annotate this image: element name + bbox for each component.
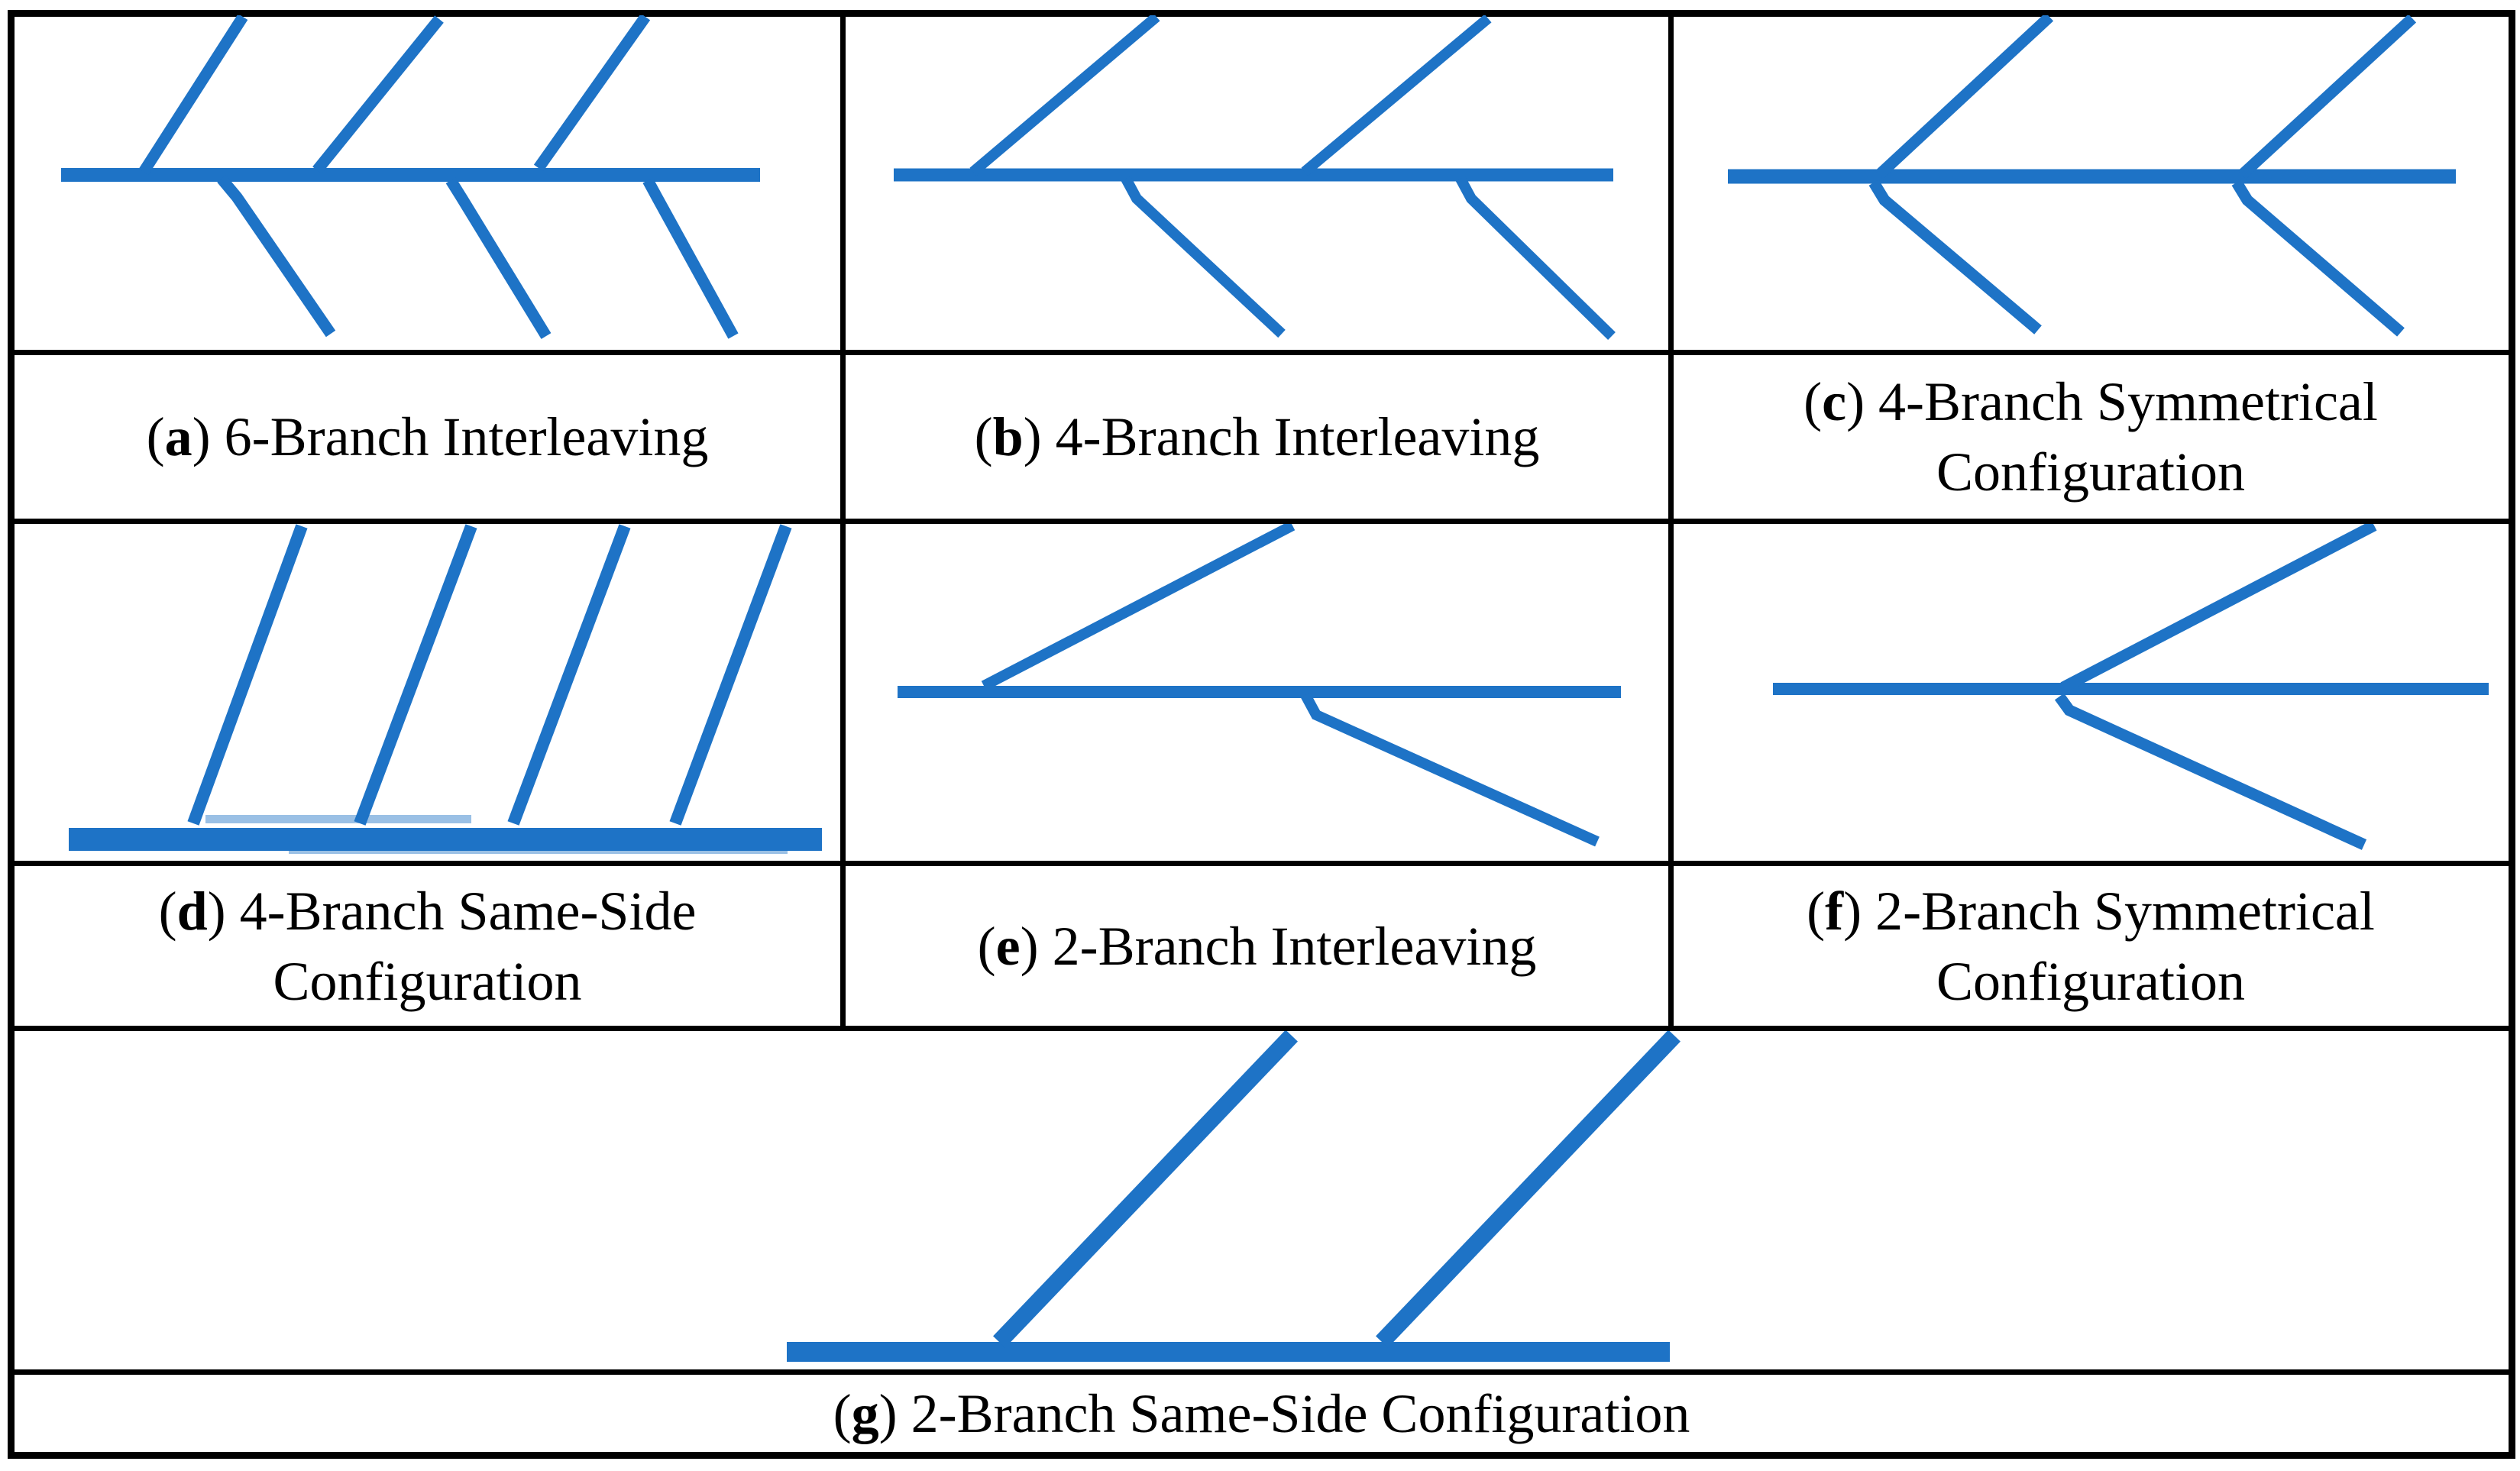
panel-b-diagram: [846, 15, 1668, 350]
table-column-divider-1: [840, 10, 846, 1031]
fishbone-4-branch-interleaving-drawing: [894, 15, 1616, 341]
table-row-divider-5: [8, 1369, 2515, 1375]
caption-text: (a) 6-Branch Interleaving: [146, 406, 709, 467]
fishbone-2-branch-interleaving-drawing: [898, 524, 1621, 847]
table-row-divider-4: [8, 1026, 2515, 1031]
panel-g-diagram: [15, 1031, 2509, 1369]
table-row-divider-1: [8, 350, 2515, 355]
fishbone-6-branch-interleaving-drawing: [61, 15, 760, 339]
panel-c-caption: (c) 4-Branch Symmetrical Configuration: [1673, 355, 2509, 519]
fishbone-2-branch-symmetrical-drawing: [1773, 524, 2489, 850]
panel-b-caption: (b) 4-Branch Interleaving: [846, 355, 1668, 519]
table-column-divider-2: [1668, 10, 1674, 1031]
panel-a-caption: (a) 6-Branch Interleaving: [15, 355, 840, 519]
caption-text-line2: Configuration: [1936, 441, 2245, 503]
panel-d-caption: (d) 4-Branch Same-Side Configuration: [15, 866, 840, 1026]
caption-text: (f) 2-Branch Symmetrical: [1807, 880, 2375, 942]
panel-f-diagram: [1673, 524, 2509, 861]
fishbone-2-branch-same-side-drawing: [787, 1031, 1681, 1362]
panel-a-diagram: [15, 15, 840, 350]
caption-text: (e) 2-Branch Interleaving: [977, 915, 1537, 977]
fishbone-4-branch-symmetrical-drawing: [1728, 15, 2456, 337]
panel-f-caption: (f) 2-Branch Symmetrical Configuration: [1673, 866, 2509, 1026]
table-row-divider-3: [8, 861, 2515, 866]
caption-text: (c) 4-Branch Symmetrical: [1803, 371, 2378, 432]
panel-g-caption: (g) 2-Branch Same-Side Configuration: [15, 1375, 2509, 1453]
panel-e-diagram: [846, 524, 1668, 861]
table-row-divider-2: [8, 519, 2515, 524]
caption-text-line2: Configuration: [273, 950, 582, 1012]
caption-text: (b) 4-Branch Interleaving: [974, 406, 1540, 467]
panel-c-diagram: [1673, 15, 2509, 350]
panel-e-caption: (e) 2-Branch Interleaving: [846, 866, 1668, 1026]
fishbone-4-branch-same-side-drawing: [69, 524, 822, 854]
panel-d-diagram: [15, 524, 840, 861]
caption-text: (g) 2-Branch Same-Side Configuration: [833, 1383, 1690, 1444]
table-outer-border: [8, 10, 2515, 1459]
caption-text-line2: Configuration: [1936, 950, 2245, 1012]
caption-text: (d) 4-Branch Same-Side: [158, 880, 697, 942]
